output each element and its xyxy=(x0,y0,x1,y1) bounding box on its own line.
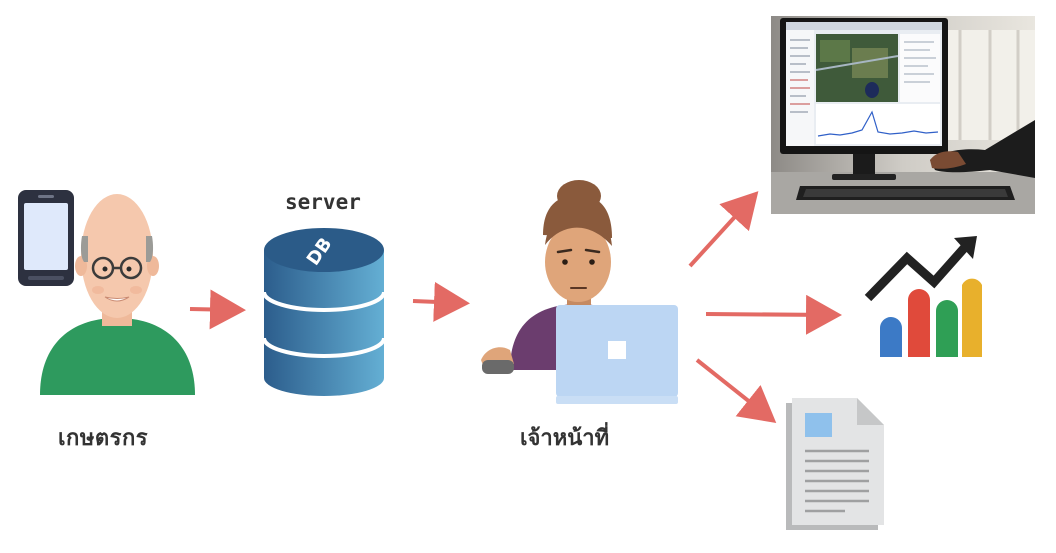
arrow-officer-to-monitor xyxy=(688,191,759,268)
smartphone-icon xyxy=(18,190,74,286)
server-label: server xyxy=(285,190,361,214)
officer-with-laptop-icon xyxy=(481,180,678,404)
document-report-icon xyxy=(786,398,884,530)
bar-chart-trend-icon xyxy=(864,236,982,357)
computer-monitor-gis-icon xyxy=(771,16,1035,214)
arrow-farmer-to-server xyxy=(189,289,246,330)
database-server-icon: DB xyxy=(262,228,386,396)
arrow-server-to-officer xyxy=(412,281,470,322)
farmer-avatar-icon xyxy=(40,194,195,395)
farmer-label: เกษตรกร xyxy=(58,426,149,451)
officer-label: เจ้าหน้าที่ xyxy=(520,426,610,451)
arrow-officer-to-chart xyxy=(705,294,842,335)
arrow-officer-to-document xyxy=(695,358,777,423)
